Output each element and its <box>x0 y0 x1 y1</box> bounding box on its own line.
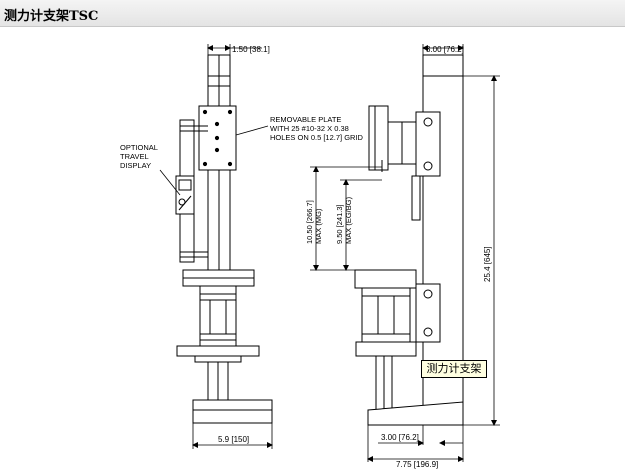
right-view <box>354 54 464 426</box>
max-mg-dimension: 10.50 [266.7] MAX (MG) <box>305 198 323 244</box>
left-top-dimension: 1.50 [38.1] <box>232 45 270 54</box>
right-top-dimension: 3.00 [76.2] <box>426 45 464 54</box>
callout-removable-plate: REMOVABLE PLATE WITH 25 #10-32 X 0.38 HO… <box>270 115 364 142</box>
dimension-drawing: 1.50 [38.1] 5.9 [150] OPTIONAL TRAVEL DI… <box>120 44 500 469</box>
right-load-cell <box>354 269 417 289</box>
callout-optional-travel-display: OPTIONAL TRAVEL DISPLAY <box>120 143 160 170</box>
right-dimensions <box>310 44 500 462</box>
right-plate <box>368 105 389 171</box>
page-header: 测力计支架TSC <box>0 0 625 27</box>
upper-carriage <box>415 111 441 177</box>
base-total-dimension: 7.75 [196.9] <box>396 460 438 469</box>
image-tooltip: 测力计支架 <box>421 360 487 378</box>
page-title: 测力计支架TSC <box>4 9 99 24</box>
left-base <box>192 399 273 424</box>
left-dimensions <box>159 44 273 449</box>
max-egbg-dimension: 9.50 [241.3] MAX (EG/BG) <box>335 196 353 244</box>
removable-plate <box>198 105 237 171</box>
left-base-dimension: 5.9 [150] <box>218 435 249 444</box>
lower-carriage <box>415 283 441 343</box>
base-inner-dimension: 3.00 [76.2] <box>381 433 419 442</box>
overall-height-dimension: 25.4 [645] <box>483 246 492 282</box>
left-load-cell <box>199 285 237 347</box>
left-view <box>175 54 273 424</box>
